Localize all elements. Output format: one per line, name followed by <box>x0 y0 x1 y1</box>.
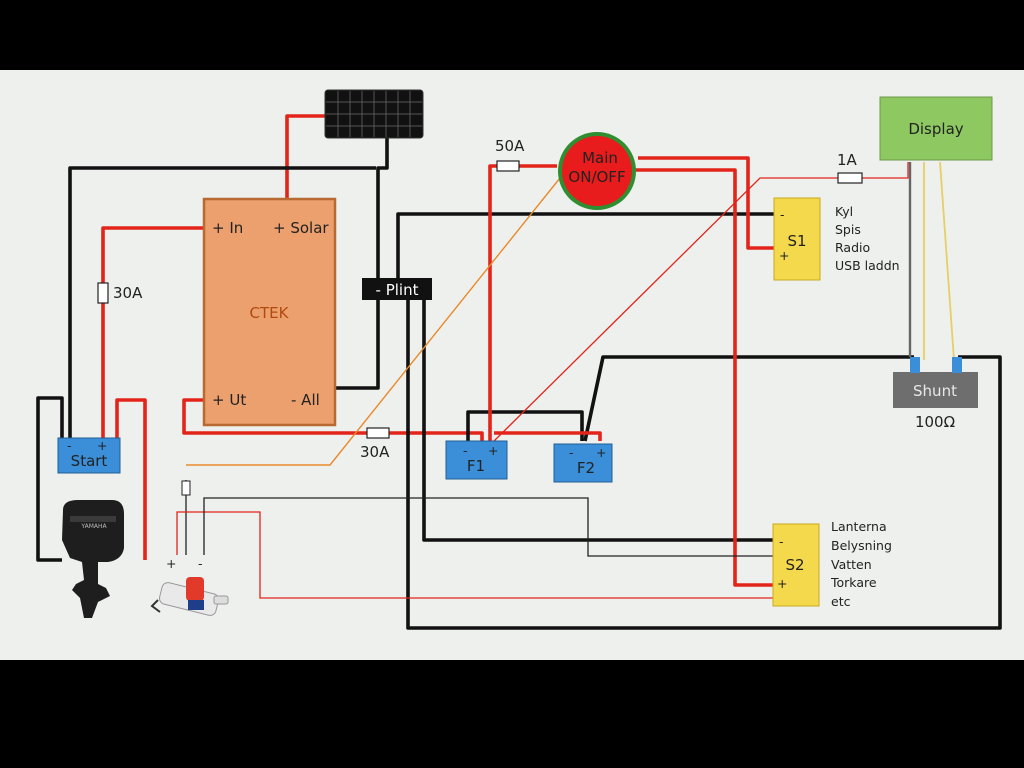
s2-load-2: Vatten <box>831 557 872 572</box>
fuse-icon-display-1a: 1A <box>837 151 863 184</box>
bilge-minus: - <box>198 556 203 571</box>
s1-minus: - <box>780 207 785 222</box>
s2-load-3: Torkare <box>830 575 877 590</box>
wire-f2-f1-positive <box>494 431 602 441</box>
battery-start-minus: - <box>67 438 72 453</box>
ctek-in-label: + In <box>212 219 243 237</box>
wire-bilge-positive <box>176 511 792 599</box>
wire-solar-negative <box>336 138 389 390</box>
battery-f1-minus: - <box>463 443 468 458</box>
fuse-icon-start-30a: 30A <box>97 282 143 304</box>
s2-label: S2 <box>785 556 804 574</box>
fuse-ctek-30a-label: 30A <box>360 443 390 461</box>
s2-plus: + <box>777 576 787 591</box>
s2-minus: - <box>779 534 784 549</box>
bilge-plus: + <box>166 556 176 571</box>
switch-panel-s1: - S1 + Kyl Spis Radio USB laddn <box>773 197 900 281</box>
wire-solar-positive <box>285 114 327 199</box>
solar-panel-icon <box>324 89 424 139</box>
battery-f1-label: F1 <box>467 457 485 475</box>
wire-f1-f2-negative <box>466 410 584 441</box>
display-label: Display <box>908 120 963 138</box>
ctek-ut-label: + Ut <box>212 391 246 409</box>
wire-f1-main-switch <box>488 164 557 441</box>
battery-f2-minus: - <box>569 445 574 460</box>
fuse-icon-ctek-30a: 30A <box>360 427 390 461</box>
outboard-motor-icon: YAMAHA <box>62 500 124 618</box>
wire-start-motor-positive <box>115 398 147 560</box>
ctek-charger: CTEK + In + Solar + Ut - All <box>202 197 337 427</box>
battery-f1: - + F1 <box>445 440 508 480</box>
s2-load-4: etc <box>831 594 851 609</box>
s2-load-0: Lanterna <box>831 519 887 534</box>
negative-busbar-plint: - Plint <box>362 278 432 300</box>
main-switch: Main ON/OFF <box>558 132 636 210</box>
battery-f2-label: F2 <box>577 459 595 477</box>
battery-display: Display <box>879 96 993 161</box>
fuse-icon-main-50a: 50A <box>495 137 525 172</box>
main-switch-line2: ON/OFF <box>568 168 625 186</box>
battery-start-label: Start <box>71 452 108 470</box>
s1-label: S1 <box>787 232 806 250</box>
fuse-icon-bilge <box>181 480 191 496</box>
wire-ctek-ut-f1 <box>182 398 484 441</box>
switch-panel-s2: - S2 + Lanterna Belysning Vatten Torkare… <box>772 519 892 609</box>
wire-plint-s1-negative <box>396 212 790 278</box>
wire-bilge-negative <box>203 497 792 557</box>
shunt: Shunt 100Ω <box>893 357 978 431</box>
ctek-solar-label: + Solar <box>273 219 329 237</box>
battery-f2: - + F2 <box>553 443 613 483</box>
wire-display-power <box>493 162 909 442</box>
s1-plus: + <box>779 248 789 263</box>
battery-f1-plus: + <box>488 443 498 458</box>
s1-load-2: Radio <box>835 240 870 255</box>
wire-main-s1 <box>638 156 790 250</box>
wire-start-negative-top <box>68 166 376 438</box>
shunt-resistance: 100Ω <box>915 413 955 431</box>
s1-load-1: Spis <box>835 222 861 237</box>
wire-shunt-sense-c <box>939 161 955 361</box>
fuse-main-50a-label: 50A <box>495 137 525 155</box>
plint-label: - Plint <box>376 281 419 299</box>
battery-f2-plus: + <box>596 445 606 460</box>
wire-plint-shunt-return <box>406 300 1002 630</box>
ctek-title: CTEK <box>250 304 290 322</box>
wires <box>36 114 1002 630</box>
wire-main-s2 <box>632 168 790 587</box>
ctek-all-label: - All <box>291 391 320 409</box>
wire-f2-shunt <box>583 355 914 442</box>
wire-start-positive-ctek-in <box>101 226 204 438</box>
svg-text:YAMAHA: YAMAHA <box>80 523 107 530</box>
wire-bilge-main <box>186 177 561 466</box>
main-switch-line1: Main <box>582 149 618 167</box>
fuse-display-1a-label: 1A <box>837 151 858 169</box>
wire-plint-s2-negative <box>422 300 790 542</box>
shunt-label: Shunt <box>913 382 957 400</box>
s1-load-3: USB laddn <box>835 258 900 273</box>
fuse-start-30a-label: 30A <box>113 284 143 302</box>
s2-load-1: Belysning <box>831 538 892 553</box>
s1-load-0: Kyl <box>835 204 853 219</box>
wire-start-motor-negative <box>36 396 64 562</box>
bilge-pump-icon: + - <box>150 556 229 616</box>
battery-start: - + Start <box>57 437 121 474</box>
battery-start-plus: + <box>97 438 107 453</box>
